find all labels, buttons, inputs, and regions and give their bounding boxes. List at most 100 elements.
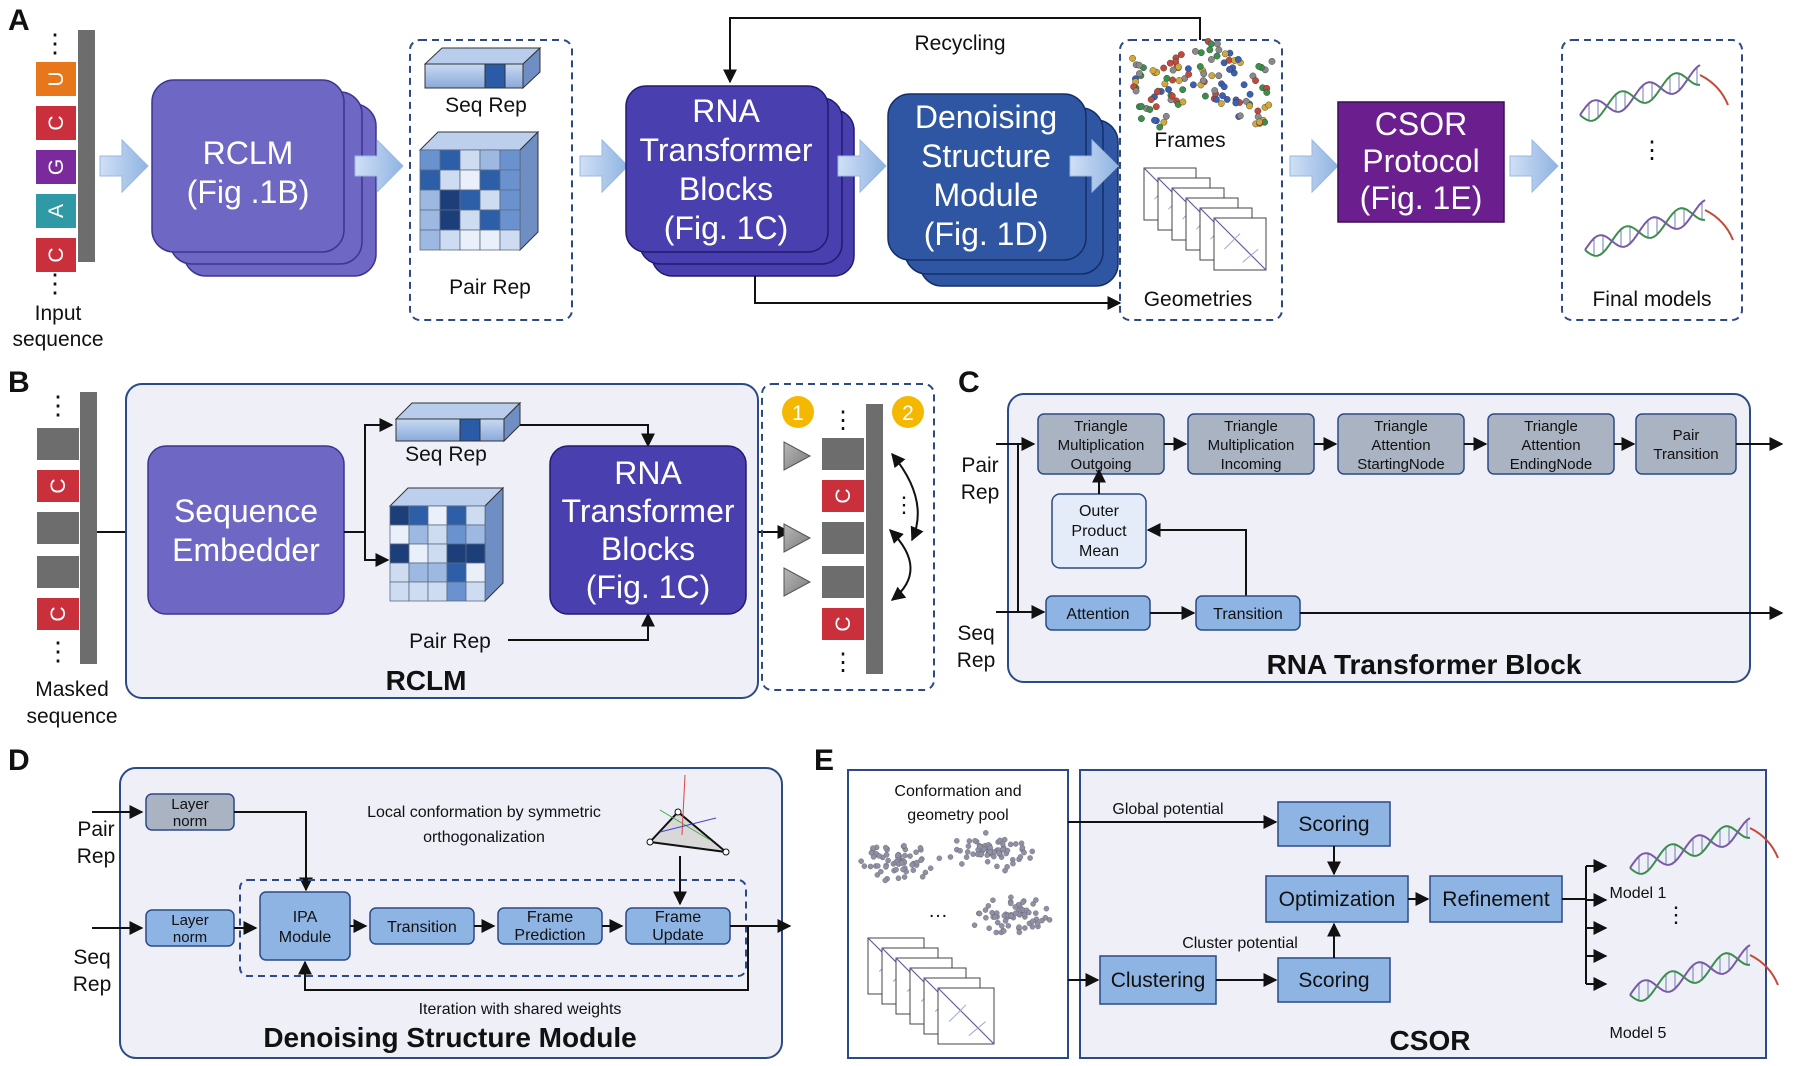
denoising-block: Denoising Structure Module (Fig. 1D): [887, 93, 1119, 287]
pair-rep-label: Pair Rep: [449, 276, 531, 299]
rna-model-image: [1579, 64, 1729, 122]
opm-line: Product: [1071, 523, 1127, 540]
prediction-box: [761, 383, 935, 691]
nucleotide-tile: [36, 238, 76, 272]
geometry-skip-arrow: [754, 276, 1122, 310]
refinement-box: Refinement: [1429, 875, 1563, 923]
rclm-block: RCLM (Fig .1B): [151, 79, 377, 277]
nucleotide-letter: U: [45, 71, 68, 86]
csor-line: CSOR: [1375, 106, 1467, 142]
embedder-line: Sequence: [174, 493, 318, 529]
pair-rep-grid: [418, 130, 540, 252]
denoising-line: Denoising: [915, 99, 1057, 135]
pair-rep-label: Rep: [77, 845, 116, 868]
svg-text:IPA: IPA: [293, 909, 318, 926]
rclm-title: RCLM: [203, 135, 294, 171]
triangle-block-label: Triangle: [1374, 418, 1428, 435]
triangle-block-label: Attention: [1371, 437, 1430, 454]
scoring-bottom-box: Scoring: [1277, 957, 1391, 1003]
nucleotide-letter: C: [47, 478, 70, 493]
pair-rep-label: Pair: [77, 818, 114, 841]
svg-text:Frame: Frame: [527, 909, 573, 926]
step-badge-2-label: 2: [902, 402, 914, 425]
connector-arrow: [520, 424, 655, 448]
embedder-line: Embedder: [172, 532, 320, 568]
flow-arrow: [579, 138, 629, 194]
seq-rep-label: Rep: [957, 649, 996, 672]
rna-model-image: [1584, 199, 1734, 257]
ipa-module: IPA Module: [259, 891, 351, 961]
triangle-block-label: Triangle: [1224, 418, 1278, 435]
geometries-label: Geometries: [1144, 288, 1253, 311]
transformer-line: (Fig. 1C): [664, 210, 788, 246]
nucleotide-letter: C: [45, 115, 68, 130]
seq-rep-label: Rep: [73, 973, 112, 996]
swap-arrow: [891, 452, 924, 542]
svg-text:⋮: ⋮: [45, 636, 71, 666]
flow-arrow: [354, 138, 404, 194]
model-1-label: Model 1: [1610, 885, 1667, 902]
panel-b-letter: B: [8, 366, 30, 399]
svg-text:Transition: Transition: [387, 919, 457, 936]
triangle-block-label: Triangle: [1524, 418, 1578, 435]
input-sequence: ⋮ U C G A C ⋮: [36, 28, 95, 298]
opm-line: Mean: [1079, 543, 1119, 560]
panel-c-letter: C: [958, 366, 980, 399]
nucleotide-tile: [36, 194, 76, 228]
nucleotide-letter: C: [45, 247, 68, 262]
masked-sequence-label: sequence: [26, 705, 117, 728]
svg-text:norm: norm: [173, 929, 207, 946]
svg-text:norm: norm: [173, 813, 207, 830]
seq-rep-bar: [394, 401, 522, 443]
mask-pointer-icon: [783, 441, 812, 471]
panel-e-letter: E: [814, 744, 834, 777]
representation-box: [409, 39, 573, 321]
transformer-line: Blocks: [679, 171, 773, 207]
conformation-cloud-images: [858, 830, 1053, 936]
triangle-block-label: Outgoing: [1071, 456, 1132, 473]
frames-box: [1119, 39, 1283, 321]
triangle-block-label: Multiplication: [1208, 437, 1295, 454]
seq-rep-label: Seq Rep: [445, 94, 527, 117]
svg-text:Refinement: Refinement: [1442, 888, 1550, 911]
transformer-line: Transformer: [561, 493, 734, 529]
seq-rep-bar: [423, 46, 542, 90]
transition-box: Transition: [1195, 595, 1301, 631]
ellipsis-models: ⋮: [1640, 137, 1664, 164]
step-badge-2: [892, 396, 924, 428]
svg-text:Layer: Layer: [171, 796, 209, 813]
local-conformation-label: Local conformation by symmetric: [367, 804, 601, 821]
recycling-arrow: [723, 17, 1201, 84]
denoising-line: (Fig. 1D): [924, 216, 1048, 252]
rna-model-image: [1629, 817, 1779, 875]
transformer-block: RNA Transformer Blocks (Fig. 1C): [549, 445, 747, 615]
csor-line: (Fig. 1E): [1360, 180, 1483, 216]
iteration-label: Iteration with shared weights: [419, 1001, 622, 1018]
input-sequence-label: sequence: [12, 328, 103, 351]
pool-label: Conformation and: [894, 783, 1021, 800]
nucleotide-tile: [36, 150, 76, 184]
step-badge-1: [782, 396, 814, 428]
transformer-line: (Fig. 1C): [586, 569, 710, 605]
iteration-loop-arrow: [298, 926, 749, 991]
flow-arrow: [837, 138, 887, 194]
svg-text:Scoring: Scoring: [1298, 969, 1369, 992]
pair-rep-label: Pair Rep: [409, 630, 491, 653]
final-models-box: [1561, 39, 1743, 321]
transformer-line: RNA: [614, 455, 682, 491]
final-models-label: Final models: [1592, 288, 1711, 311]
connector-arrow: [508, 612, 655, 641]
attention-label: Attention: [1066, 606, 1129, 623]
scoring-top-box: Scoring: [1277, 801, 1391, 847]
frames-image: [1129, 38, 1276, 131]
rclm-subtitle: (Fig .1B): [187, 174, 310, 210]
geometry-maps: [867, 937, 995, 1045]
opm-line: Outer: [1079, 503, 1120, 520]
masked-sequence: ⋮ C C ⋮: [37, 390, 97, 666]
orthogonalization-triangle-icon: [646, 774, 730, 856]
transformer-line: Blocks: [601, 531, 695, 567]
